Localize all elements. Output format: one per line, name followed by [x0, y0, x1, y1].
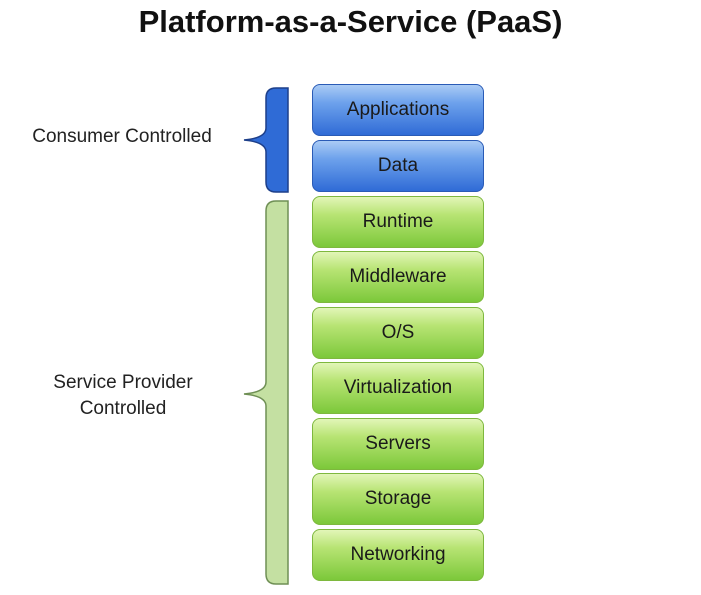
layer-virtualization: Virtualization	[312, 362, 484, 414]
consumer-controlled-label: Consumer Controlled	[32, 126, 212, 147]
layer-label: Servers	[365, 433, 431, 454]
provider-label-line2: Controlled	[79, 398, 167, 419]
layer-applications: Applications	[312, 84, 484, 136]
layer-label: Applications	[346, 99, 450, 120]
layer-servers: Servers	[312, 418, 484, 470]
layer-storage: Storage	[312, 473, 484, 525]
layer-label: Storage	[364, 488, 432, 509]
layer-label: Data	[377, 155, 419, 176]
provider-label-line1: Service Provider	[53, 372, 193, 393]
layer-runtime: Runtime	[312, 196, 484, 248]
layer-label: Middleware	[349, 266, 447, 287]
layer-os: O/S	[312, 307, 484, 359]
layer-label: Runtime	[362, 211, 434, 232]
layer-data: Data	[312, 140, 484, 192]
diagram-title: Platform-as-a-Service (PaaS)	[138, 4, 563, 39]
consumer-bracket	[243, 87, 289, 193]
layer-label: Networking	[350, 544, 446, 565]
layer-middleware: Middleware	[312, 251, 484, 303]
layer-networking: Networking	[312, 529, 484, 581]
service-provider-controlled-label: Service Provider Controlled	[28, 370, 218, 422]
layer-label: Virtualization	[343, 377, 453, 398]
layer-label: O/S	[381, 322, 415, 343]
provider-bracket	[243, 200, 289, 585]
